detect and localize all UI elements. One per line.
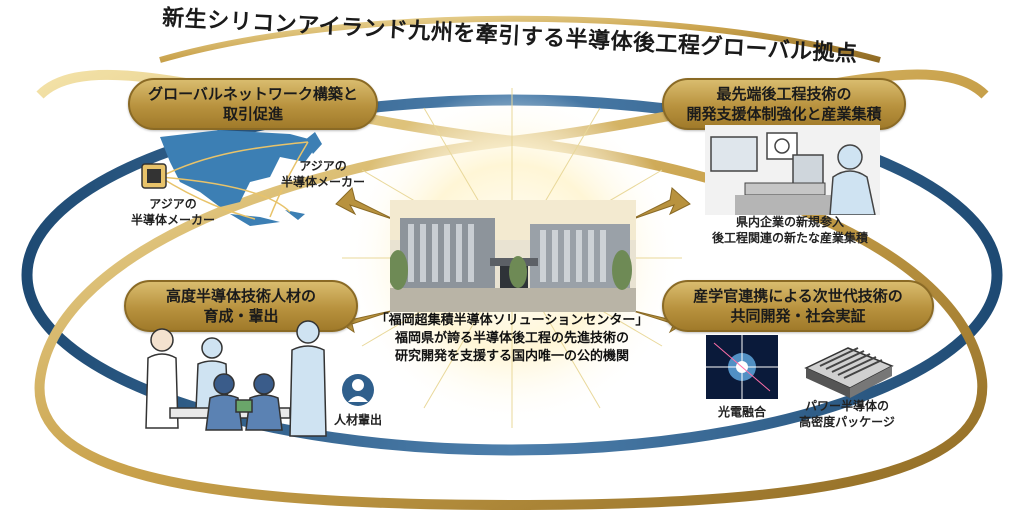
center-desc-line1: 福岡県が誇る半導体後工程の先進技術の (394, 331, 629, 346)
gold-ring-top (159, 15, 881, 63)
hr-caption: 人材輩出 (333, 413, 382, 427)
engineers-illustration (145, 320, 327, 437)
tablet-icon (235, 399, 253, 413)
plaza (390, 288, 636, 312)
asia-landmass (160, 130, 320, 207)
monitor-icon (710, 136, 758, 172)
power-semiconductor-caption: パワー半導体の 高密度パッケージ (792, 398, 902, 430)
indonesia-islands (230, 210, 305, 226)
power-caption-line1: パワー半導体の (804, 399, 889, 413)
person-5-body (245, 394, 283, 431)
heading-line-1: 産学官連携による次世代技術の (693, 287, 903, 305)
industry-caption-line2: 後工程関連の新たな産業集積 (711, 231, 868, 245)
building-photo (390, 200, 636, 312)
asia-map-illustration (141, 130, 322, 226)
japan-islands (305, 132, 322, 154)
heading-line-1: 高度半導体技術人材の (165, 287, 316, 305)
industry-caption-line1: 県内企業の新規参入 (735, 215, 844, 229)
photonics-icon (706, 335, 778, 399)
person-4-head (213, 373, 235, 395)
heading-line-1: グローバルネットワーク構築と (148, 85, 358, 103)
power-caption-line2: 高密度パッケージ (799, 415, 895, 429)
center-description: 「福岡超集積半導体ソリューションセンター」 福岡県が誇る半導体後工程の先進技術の… (352, 312, 672, 366)
asia-makers-right-line1: アジアの (299, 159, 347, 173)
person-3-body (289, 345, 327, 437)
microscope-icon (766, 132, 798, 160)
person-3-head (296, 320, 320, 344)
engineer-body (829, 170, 876, 215)
heading-human-resources: 高度半導体技術人材の 育成・輩出 (124, 280, 358, 332)
person-1-head (150, 328, 174, 352)
arrow-top-left (335, 187, 396, 221)
asia-makers-left-line1: アジアの (149, 197, 197, 211)
heading-line-2: 共同開発・社会実証 (730, 307, 866, 325)
heading-line-1: 最先端後工程技術の (716, 85, 852, 103)
asia-makers-right: アジアの 半導体メーカー (268, 158, 378, 190)
person-2-head (201, 337, 223, 359)
photonics-caption: 光電融合 (717, 405, 766, 419)
industry-caption: 県内企業の新規参入 後工程関連の新たな産業集積 (690, 214, 890, 246)
heading-global-network: グローバルネットワーク構築と 取引促進 (128, 78, 378, 130)
heading-line-2: 取引促進 (222, 105, 283, 123)
asia-makers-right-line2: 半導体メーカー (280, 175, 365, 189)
lab-engineer-illustration (705, 125, 880, 215)
person-badge-icon (342, 374, 374, 406)
heading-joint-development: 産学官連携による次世代技術の 共同開発・社会実証 (662, 280, 934, 332)
power-module-icon (804, 347, 894, 398)
center-name: 「福岡超集積半導体ソリューションセンター」 (375, 313, 649, 328)
asia-makers-left: アジアの 半導体メーカー (118, 196, 228, 228)
heading-advanced-packaging: 最先端後工程技術の 開発支援体制強化と産業集積 (662, 78, 906, 130)
arrow-top-right (629, 187, 691, 221)
asia-makers-left-line2: 半導体メーカー (130, 213, 215, 227)
heading-line-2: 開発支援体制強化と産業集積 (686, 105, 882, 123)
center-desc-line2: 研究開発を支援する国内唯一の公的機関 (394, 349, 629, 364)
heading-line-2: 育成・輩出 (203, 307, 279, 325)
person-4-body (205, 394, 243, 431)
engineer-head (837, 144, 863, 170)
trade-route-lines (159, 141, 309, 220)
person-5-head (253, 373, 275, 395)
